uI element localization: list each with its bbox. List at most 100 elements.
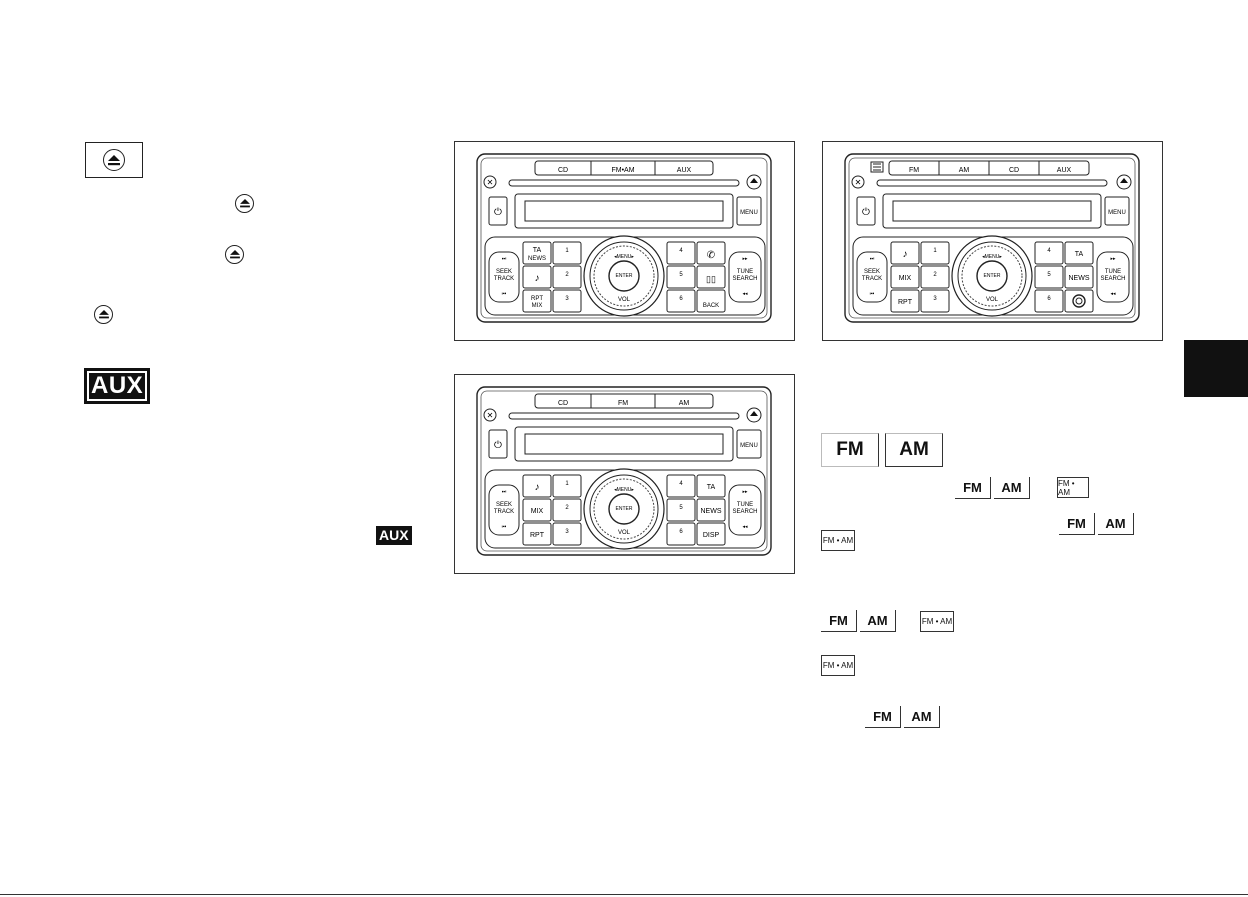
svg-text:6: 6	[679, 296, 683, 302]
svg-text:MIX: MIX	[532, 303, 543, 309]
svg-text:◂MENU▸: ◂MENU▸	[614, 254, 634, 260]
svg-text:SEARCH: SEARCH	[1100, 276, 1125, 282]
svg-text:◂◂: ◂◂	[742, 291, 748, 297]
svg-text:SEARCH: SEARCH	[732, 509, 757, 515]
svg-text:SEEK: SEEK	[496, 502, 512, 508]
fm-am-combined-inline-4: FM • AM	[821, 655, 855, 676]
svg-text:1: 1	[565, 481, 569, 487]
fm-am-button-symbol: FM AM	[821, 433, 943, 467]
svg-text:AUX: AUX	[1057, 167, 1072, 174]
page-bottom-rule	[0, 894, 1248, 895]
fm-am-combined-inline-3: FM • AM	[920, 611, 954, 632]
svg-text:NEWS: NEWS	[701, 508, 722, 515]
svg-text:5: 5	[1047, 272, 1051, 278]
svg-text:♪: ♪	[903, 249, 908, 260]
svg-text:▸▸: ▸▸	[742, 489, 748, 495]
radio-unit-b: CD FM AM ✕ ⏻ MENU ⏭ SEEK TRACK ⏮ ▸▸ TUNE…	[476, 386, 772, 556]
svg-text:⏮: ⏮	[502, 524, 507, 530]
svg-text:4: 4	[1047, 248, 1051, 254]
svg-text:ENTER: ENTER	[616, 273, 633, 279]
svg-text:MENU: MENU	[1108, 210, 1126, 216]
svg-text:TRACK: TRACK	[494, 509, 514, 515]
fm-am-inline-1: FM AM	[955, 477, 1030, 499]
svg-text:✆: ✆	[707, 250, 715, 261]
svg-text:TRACK: TRACK	[862, 276, 882, 282]
svg-text:VOL: VOL	[986, 297, 999, 303]
fm-label-big: FM	[821, 433, 879, 467]
svg-text:NEWS: NEWS	[528, 256, 546, 262]
svg-text:DISP: DISP	[703, 532, 720, 539]
svg-text:6: 6	[679, 529, 683, 535]
svg-text:CD: CD	[1009, 167, 1019, 174]
fm-am-combined-inline-2: FM • AM	[821, 530, 855, 551]
svg-text:TA: TA	[533, 247, 542, 254]
svg-text:✕: ✕	[855, 178, 862, 187]
fm-am-combined-inline-1: FM • AM	[1057, 477, 1089, 498]
svg-text:SEARCH: SEARCH	[732, 276, 757, 282]
svg-text:MIX: MIX	[899, 275, 912, 282]
radio-unit-c: FM AM CD AUX ✕ ⏻ MENU ⏭ SEEK TRACK ⏮ ▸▸ …	[844, 153, 1140, 323]
radio-unit-a: CD FM•AM AUX ✕ ⏻ MENU ⏭ SEEK TRACK ⏮ ▸▸ …	[476, 153, 772, 323]
svg-text:⏻: ⏻	[862, 207, 870, 218]
svg-text:⏻: ⏻	[494, 207, 502, 218]
svg-text:TUNE: TUNE	[737, 269, 753, 275]
svg-text:⏮: ⏮	[870, 291, 875, 297]
chapter-tab	[1184, 340, 1248, 397]
svg-text:▯▯: ▯▯	[706, 274, 716, 284]
eject-icon-inline-2	[225, 245, 244, 264]
svg-text:2: 2	[565, 505, 569, 511]
svg-text:RPT: RPT	[531, 296, 543, 302]
svg-text:⏭: ⏭	[502, 256, 507, 262]
svg-text:◂◂: ◂◂	[1110, 291, 1116, 297]
src-aux: AUX	[677, 167, 692, 174]
svg-text:▸▸: ▸▸	[1110, 256, 1116, 262]
eject-icon	[103, 149, 125, 171]
svg-text:TUNE: TUNE	[737, 502, 753, 508]
eject-icon-inline-3	[94, 305, 113, 324]
svg-text:TRACK: TRACK	[494, 276, 514, 282]
svg-text:VOL: VOL	[618, 530, 631, 536]
radio-illustration-cd-fmam-aux: CD FM•AM AUX ✕ ⏻ MENU ⏭ SEEK TRACK ⏮ ▸▸ …	[454, 141, 795, 341]
svg-text:3: 3	[933, 296, 937, 302]
am-label-big: AM	[885, 433, 943, 467]
svg-text:⏮: ⏮	[502, 291, 507, 297]
svg-text:AM: AM	[679, 400, 690, 407]
svg-text:NEWS: NEWS	[1069, 275, 1090, 282]
svg-text:RPT: RPT	[898, 299, 913, 306]
src-fmam: FM•AM	[611, 167, 634, 174]
svg-text:3: 3	[565, 296, 569, 302]
eject-icon-inline-1	[235, 194, 254, 213]
fm-am-inline-2: FM AM	[1059, 513, 1134, 535]
svg-text:BACK: BACK	[703, 303, 719, 309]
svg-text:5: 5	[679, 505, 683, 511]
svg-text:TA: TA	[1075, 251, 1084, 258]
svg-text:CD: CD	[558, 400, 568, 407]
svg-text:SEEK: SEEK	[496, 269, 512, 275]
svg-text:1: 1	[933, 248, 937, 254]
svg-text:▸▸: ▸▸	[742, 256, 748, 262]
svg-text:✕: ✕	[487, 178, 494, 187]
svg-text:◂MENU▸: ◂MENU▸	[982, 254, 1002, 260]
svg-text:♪: ♪	[535, 273, 540, 284]
aux-icon-inline: AUX	[376, 526, 412, 545]
svg-text:⏻: ⏻	[494, 440, 502, 451]
svg-text:4: 4	[679, 481, 683, 487]
svg-text:⏭: ⏭	[502, 489, 507, 495]
svg-text:RPT: RPT	[530, 532, 545, 539]
eject-button-symbol	[85, 142, 143, 178]
svg-text:FM: FM	[618, 400, 628, 407]
svg-text:SEEK: SEEK	[864, 269, 880, 275]
svg-text:1: 1	[565, 248, 569, 254]
src-cd: CD	[558, 167, 568, 174]
svg-text:✕: ✕	[487, 411, 494, 420]
svg-text:♪: ♪	[535, 482, 540, 493]
fm-am-inline-3: FM AM	[821, 610, 896, 632]
svg-text:6: 6	[1047, 296, 1051, 302]
aux-button-symbol: AUX	[84, 368, 151, 404]
svg-text:ENTER: ENTER	[616, 506, 633, 512]
svg-text:⏭: ⏭	[870, 256, 875, 262]
svg-text:MIX: MIX	[531, 508, 544, 515]
radio-illustration-fm-am-cd-aux: FM AM CD AUX ✕ ⏻ MENU ⏭ SEEK TRACK ⏮ ▸▸ …	[822, 141, 1163, 341]
svg-text:2: 2	[933, 272, 937, 278]
svg-text:TA: TA	[707, 484, 716, 491]
